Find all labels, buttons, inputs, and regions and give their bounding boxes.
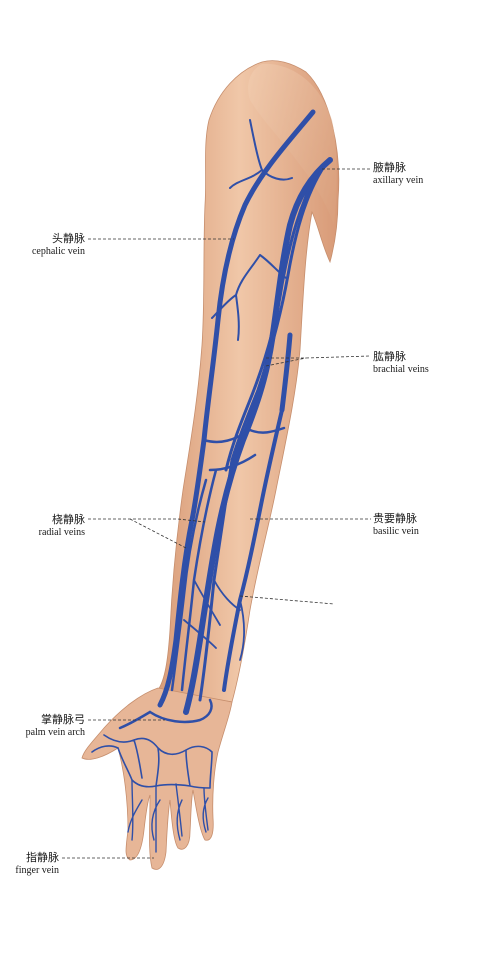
arm-silhouette: [81, 60, 340, 870]
label-palm-arch-zh: 掌静脉弓: [41, 713, 85, 726]
label-basilic-vein: 贵要静脉 basilic vein: [373, 512, 419, 537]
label-cephalic-vein: 头静脉 cephalic vein: [31, 232, 85, 257]
label-brachial-veins: 肱静脉 brachial veins: [373, 351, 440, 375]
leader-brachial: [265, 355, 371, 367]
label-brachial-en: brachial veins: [373, 363, 429, 375]
cephalic-vein: [157, 109, 316, 708]
label-palm-arch-en: palm vein arch: [25, 726, 85, 738]
leader-lines: [62, 168, 371, 859]
basilic-vein: [222, 408, 284, 692]
axillary-vein: [183, 157, 333, 715]
forearm-branches: [183, 579, 246, 661]
leader-radial: [88, 518, 206, 549]
brachial-vein-b: [224, 168, 320, 472]
label-finger-vein: 指静脉 finger vein: [15, 851, 59, 876]
elbow-branches: [202, 426, 286, 472]
label-axillary-zh: 腋静脉: [373, 161, 406, 174]
label-radial-zh: 桡静脉: [52, 513, 85, 526]
vein-network: [91, 109, 333, 853]
label-axillary-en: axillary vein: [373, 174, 424, 186]
label-brachial-zh: 肱静脉: [373, 351, 406, 363]
radial-vein-b: [170, 478, 208, 692]
label-basilic-zh: 贵要静脉: [373, 512, 417, 525]
upper-arm-branch-2: [211, 254, 287, 341]
upper-arm-branch: [229, 119, 293, 189]
label-finger-en: finger vein: [15, 864, 59, 876]
brachial-segment: [279, 332, 293, 413]
label-cephalic-en: cephalic vein: [31, 245, 85, 257]
leader-unlabeled: [239, 595, 335, 605]
label-axillary-vein: 腋静脉 axillary vein: [373, 161, 424, 186]
label-palm-vein-arch: 掌静脉弓 palm vein arch: [25, 713, 85, 738]
label-finger-zh: 指静脉: [26, 851, 59, 864]
label-cephalic-zh: 头静脉: [52, 232, 85, 245]
finger-veins: [127, 779, 209, 853]
label-basilic-en: basilic vein: [373, 525, 419, 537]
label-radial-en: radial veins: [38, 526, 85, 538]
brachial-vein-a: [230, 163, 327, 462]
hand-vein-network: [91, 734, 213, 789]
palm-vein-arch: [118, 698, 213, 730]
label-radial-veins: 桡静脉 radial veins: [38, 513, 85, 538]
